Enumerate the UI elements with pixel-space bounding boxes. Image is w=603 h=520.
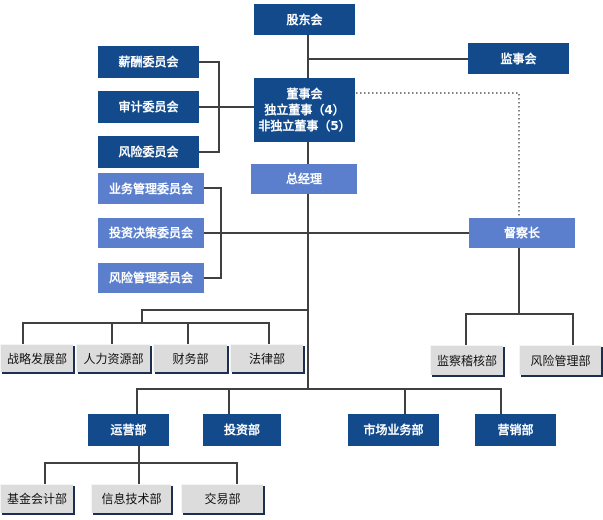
edge-ops-depts: [44, 446, 238, 484]
node-business-mgmt-committee: 业务管理委员会: [98, 173, 204, 204]
node-supervisors: 监事会: [468, 43, 569, 74]
node-shareholders: 股东会: [254, 4, 355, 35]
node-investment-committee: 投资决策委员会: [98, 218, 204, 248]
node-board: 董事会 独立董事（4） 非独立董事（5）: [254, 78, 355, 142]
node-general-manager: 总经理: [251, 164, 357, 194]
edge-business-depts: [136, 388, 502, 414]
node-chief-inspector: 督察长: [469, 218, 575, 248]
node-compensation-committee: 薪酬委员会: [98, 46, 199, 78]
node-audit-committee: 审计委员会: [98, 91, 199, 123]
node-hr-dept: 人力资源部: [76, 344, 150, 372]
node-strategy-dept: 战略发展部: [0, 344, 73, 372]
edge-mgmt-committees: [204, 187, 469, 279]
node-market-business-dept: 市场业务部: [348, 414, 439, 446]
node-finance-dept: 财务部: [153, 344, 227, 372]
board-title: 董事会: [286, 87, 323, 101]
node-it-dept: 信息技术部: [91, 484, 171, 513]
node-risk-committee: 风险委员会: [98, 136, 199, 168]
node-risk-mgmt-committee: 风险管理委员会: [98, 263, 204, 293]
board-independent-directors: 独立董事（4）: [264, 103, 345, 117]
edge-support-depts: [22, 309, 308, 344]
node-operations-dept: 运营部: [88, 414, 169, 446]
node-legal-dept: 法律部: [230, 344, 303, 372]
edge-board-committees: [199, 61, 254, 153]
node-risk-mgmt-dept: 风险管理部: [519, 345, 601, 375]
edge-board-inspector-dotted: [356, 92, 520, 218]
node-investment-dept: 投资部: [203, 414, 281, 446]
edge-inspector-depts: [465, 248, 574, 345]
node-trading-dept: 交易部: [181, 484, 263, 513]
node-marketing-dept: 营销部: [475, 414, 556, 446]
board-non-independent-directors: 非独立董事（5）: [258, 119, 351, 133]
node-fund-accounting-dept: 基金会计部: [0, 484, 73, 513]
node-audit-inspection-dept: 监察稽核部: [430, 345, 503, 375]
